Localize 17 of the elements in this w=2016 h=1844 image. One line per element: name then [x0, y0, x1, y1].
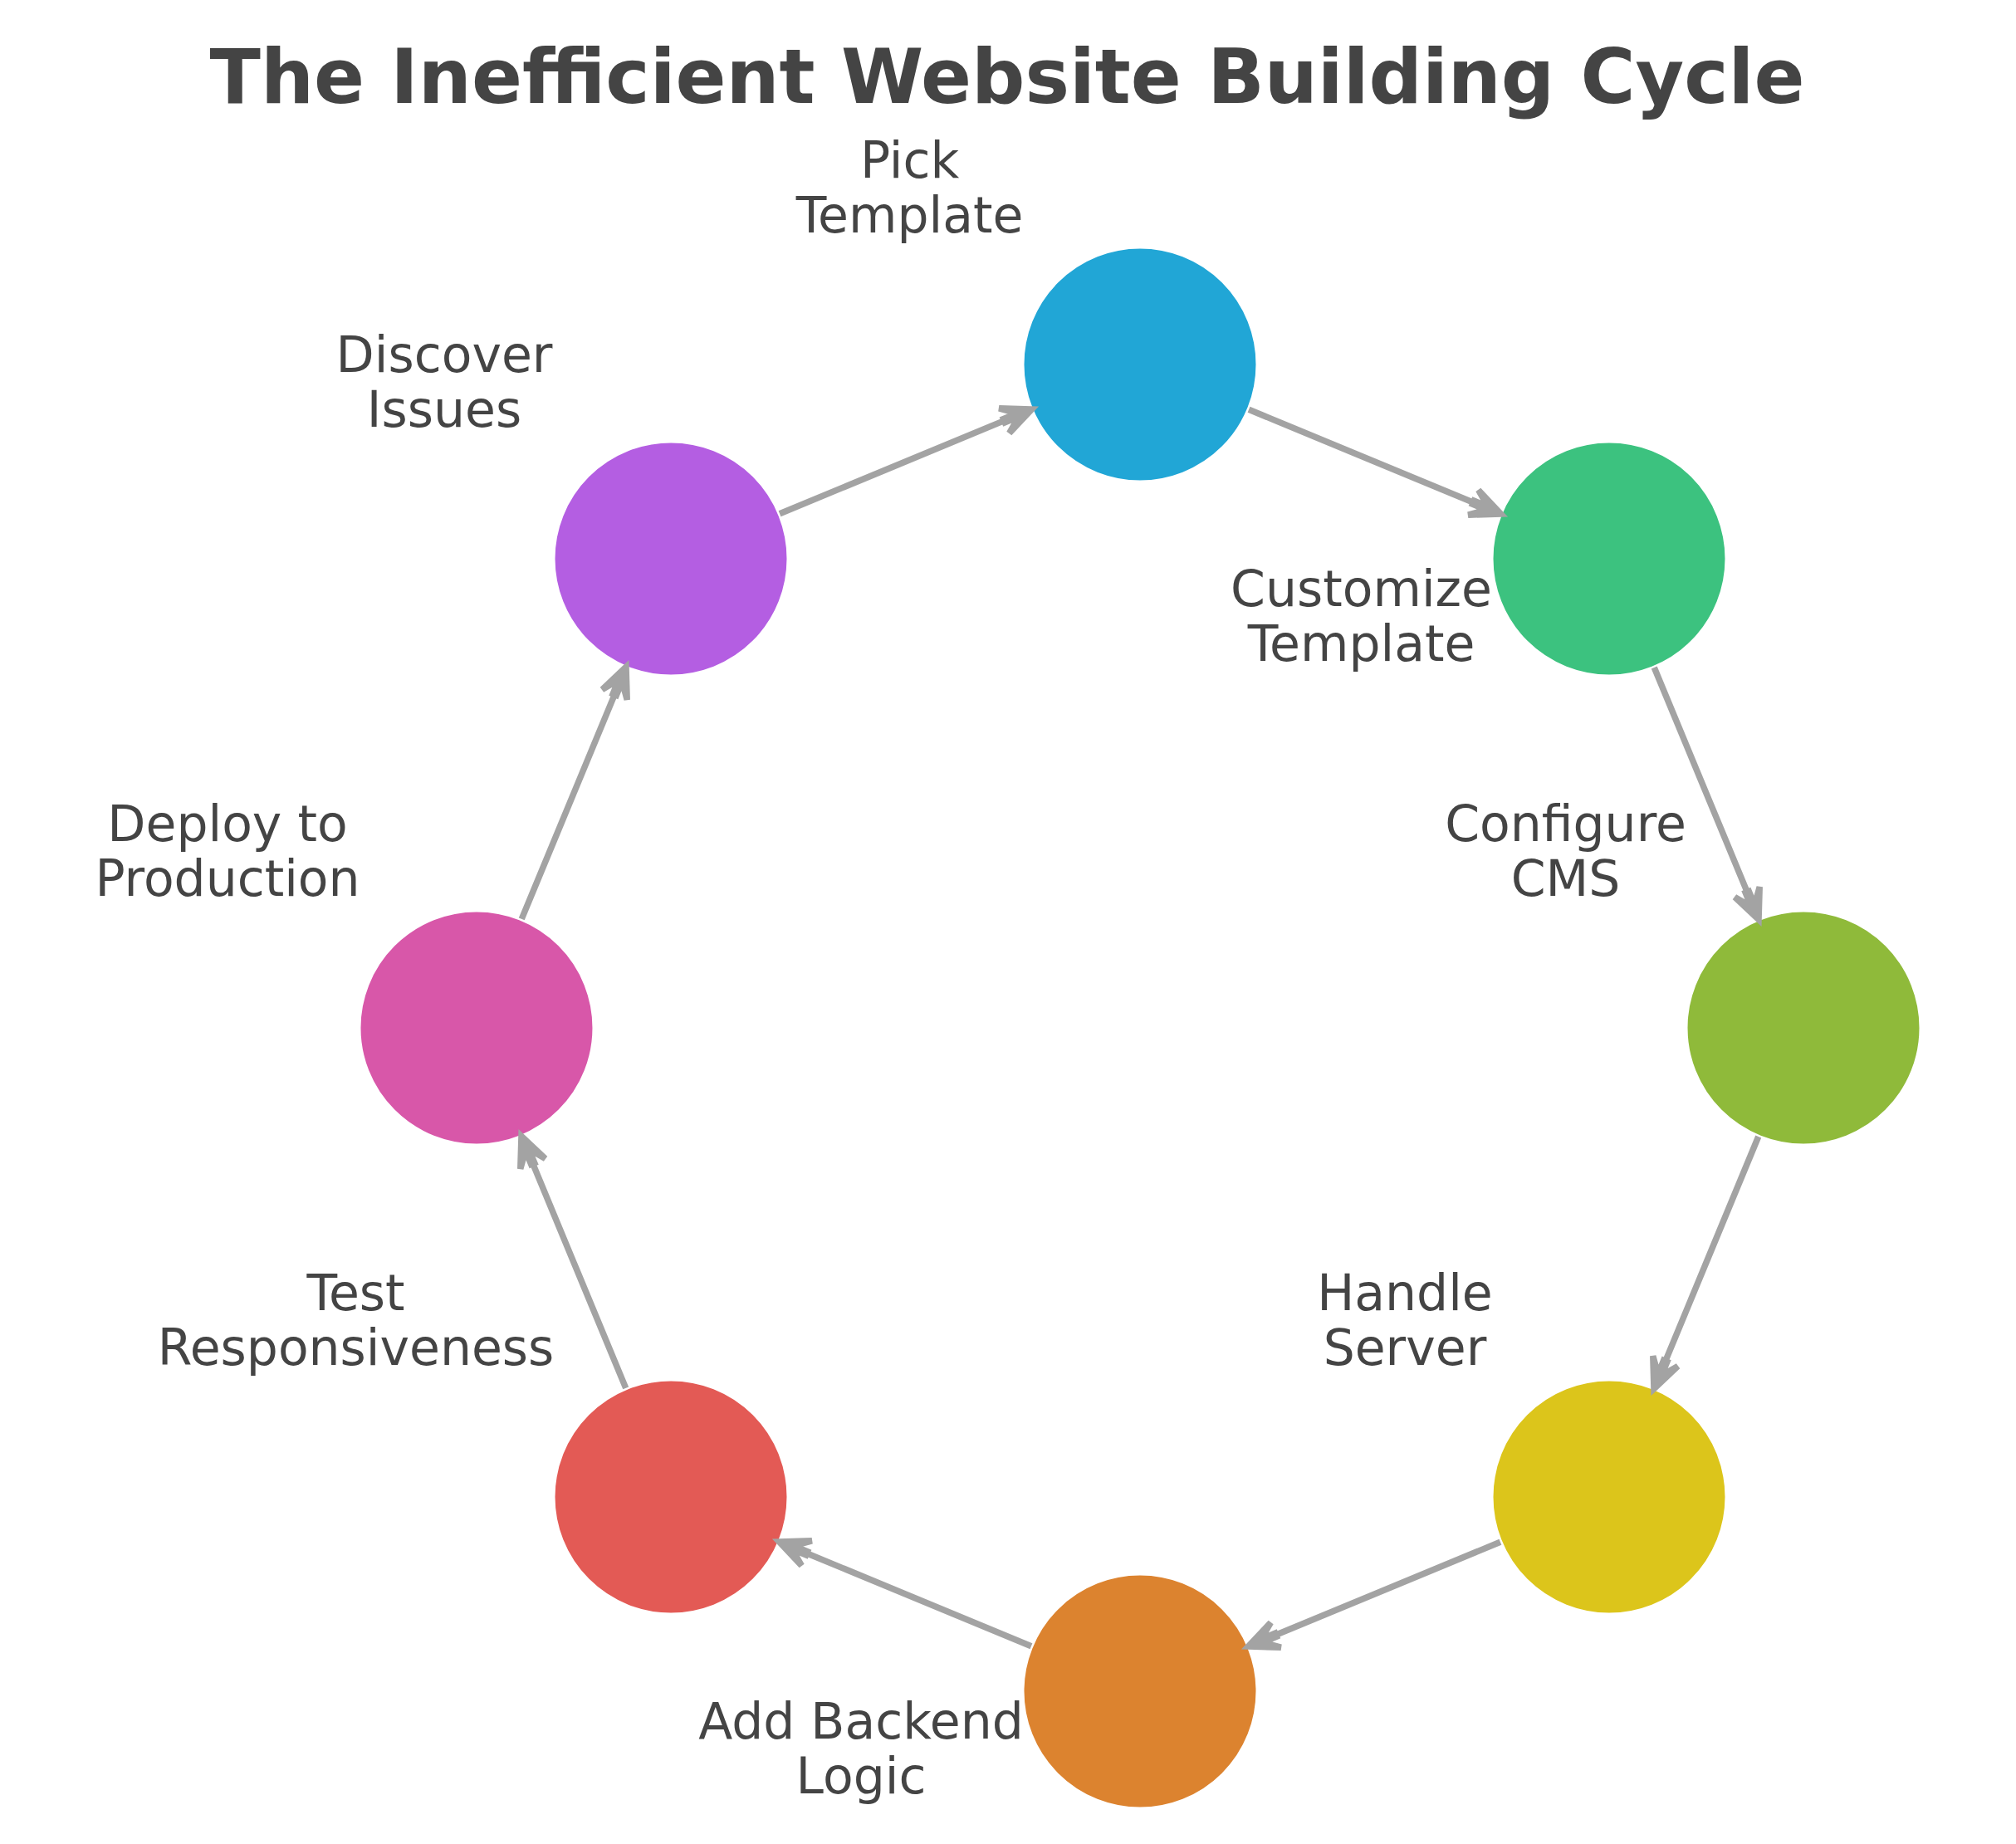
- node-label: Test Responsiveness: [157, 1263, 555, 1377]
- node-circle: [358, 909, 595, 1147]
- node-circle: [1021, 246, 1259, 483]
- node-circle: [1685, 909, 1922, 1147]
- node-circle: [552, 1378, 790, 1616]
- node-label: Deploy to Production: [95, 795, 360, 907]
- node-label: Customize Template: [1231, 559, 1492, 673]
- node-label: Handle Server: [1317, 1263, 1493, 1377]
- node-label: Pick Template: [795, 130, 1024, 244]
- node-circle: [1490, 440, 1728, 677]
- node-circle: [1490, 1378, 1728, 1616]
- node-label: Discover Issues: [335, 325, 553, 438]
- node-label: Configure CMS: [1445, 795, 1686, 907]
- diagram-title: The Inefficient Website Building Cycle: [209, 32, 1805, 120]
- node-circle: [1021, 1573, 1259, 1810]
- node-label: Add Backend Logic: [698, 1692, 1024, 1805]
- node-circle: [552, 440, 790, 677]
